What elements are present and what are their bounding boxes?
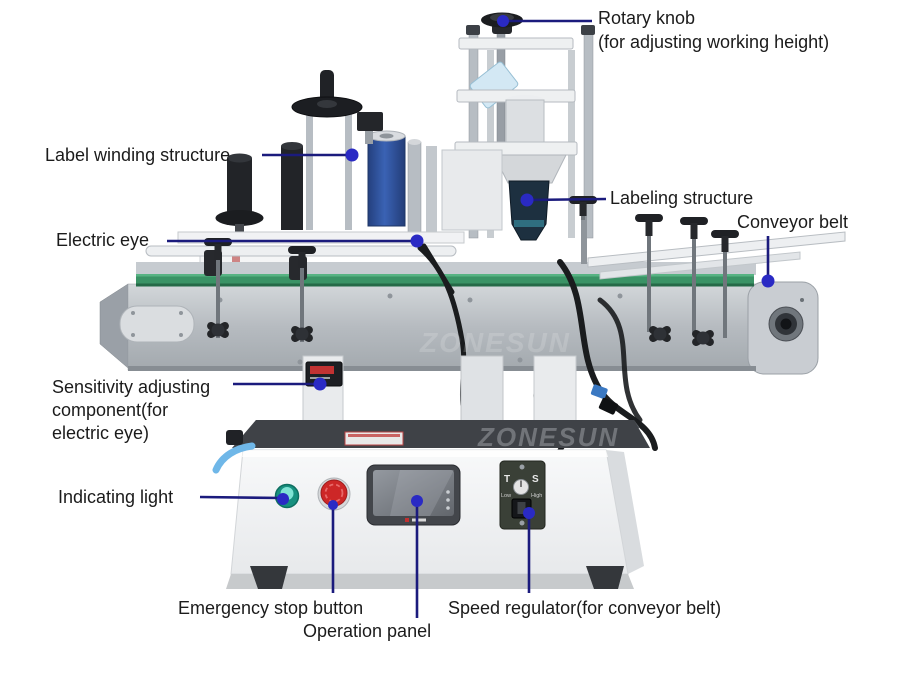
callout-conveyor-belt: Conveyor belt: [737, 212, 849, 232]
callout-label-winding: Label winding structure: [45, 145, 231, 165]
callout-emergency-stop: Emergency stop button: [178, 598, 364, 618]
spool: [215, 153, 264, 238]
rewind-roller: [281, 142, 303, 230]
emergency-stop-button: [317, 477, 351, 511]
callout-dots: [277, 15, 775, 519]
watermark-text: ZONESUN: [477, 422, 619, 452]
foot: [250, 566, 288, 589]
rotary-knob-column: [454, 12, 595, 241]
callout-labeling-structure: Labeling structure: [610, 188, 754, 208]
adjusting-knobs: [204, 196, 739, 342]
callout-speed-regulator: Speed regulator(for conveyor belt): [448, 598, 722, 618]
callout-sensitivity-line1: Sensitivity adjusting: [52, 377, 211, 397]
dial-letter-s: S: [532, 474, 539, 485]
dial-high-label: High: [531, 493, 542, 499]
callout-operation-panel: Operation panel: [303, 621, 432, 641]
watermark-text-2: ZONESUN: [419, 327, 571, 358]
left-end-cover: [119, 305, 195, 343]
operation-panel: [366, 464, 461, 526]
label-winding-structure: [177, 70, 503, 293]
callout-indicating-light: Indicating light: [58, 487, 174, 507]
labeling-head: [508, 180, 550, 241]
callout-electric-eye: Electric eye: [56, 230, 150, 250]
callout-sensitivity-line2: component(for: [52, 400, 169, 420]
guide-rails: [145, 196, 846, 346]
dial-low-label: Low: [501, 493, 511, 499]
callout-rotary-knob-line1: Rotary knob: [598, 8, 696, 28]
callout-rotary-knob: Rotary knob (for adjusting working heigh…: [598, 6, 829, 54]
dial-letter-t: T: [504, 474, 510, 485]
callout-rotary-knob-line2: (for adjusting working height): [598, 32, 830, 52]
air-hose: [212, 442, 256, 474]
callout-sensitivity: Sensitivity adjusting component(for elec…: [52, 376, 210, 445]
foot: [586, 566, 624, 589]
callout-lines: [167, 19, 770, 618]
toggle-switch: [517, 502, 526, 514]
callout-sensitivity-line3: electric eye): [52, 423, 150, 443]
winding-disc: [291, 70, 363, 118]
sensor-box: [357, 112, 383, 131]
star-knobs: [207, 322, 714, 346]
label-roll: [367, 130, 406, 227]
speed-regulator: T S Low High: [499, 460, 546, 530]
conveyor-motor: [768, 306, 804, 342]
